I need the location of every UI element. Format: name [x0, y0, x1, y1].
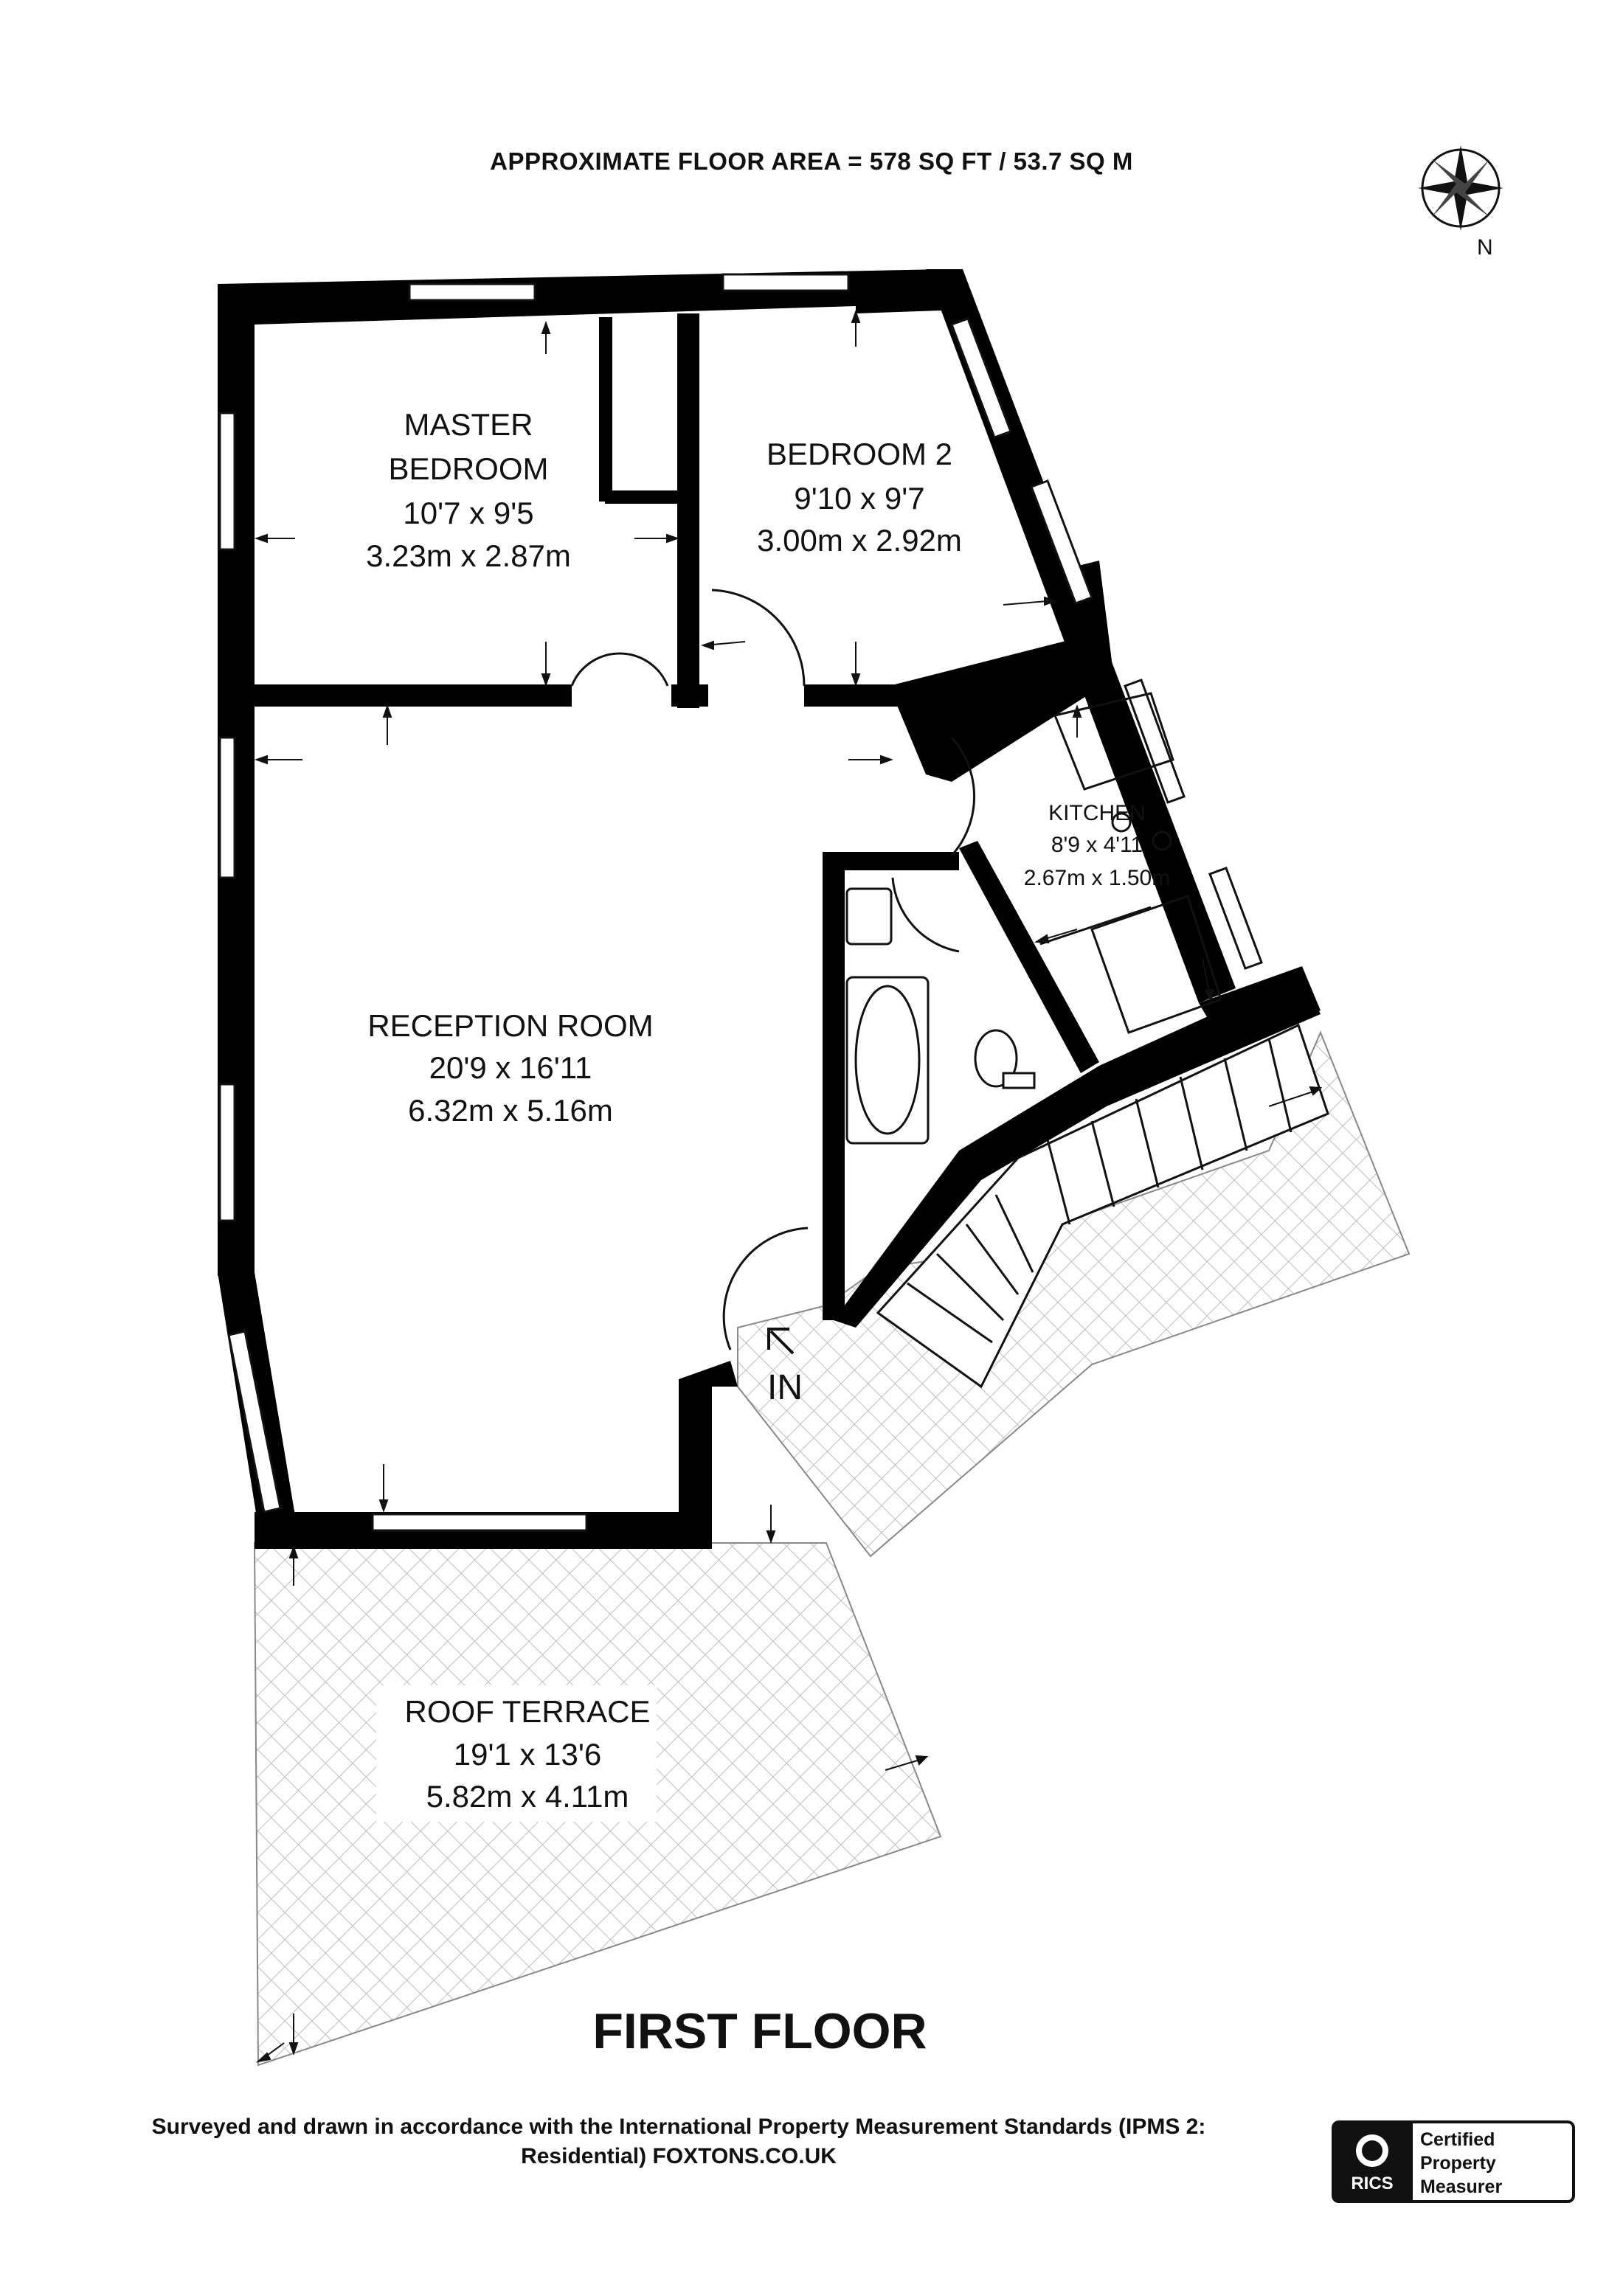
room-name: BEDROOM	[388, 451, 548, 486]
floor-area-title: APPROXIMATE FLOOR AREA = 578 SQ FT / 53.…	[490, 148, 1133, 175]
room-size-imperial: 8'9 x 4'11	[1051, 833, 1143, 857]
floor-title: FIRST FLOOR	[592, 2003, 927, 2059]
room-name: KITCHEN	[1048, 801, 1146, 825]
rics-badge: RICS Certified Property Measurer	[1332, 2120, 1575, 2203]
room-size-metric: 5.82m x 4.11m	[426, 1779, 629, 1814]
kitchen-fixtures	[1039, 692, 1222, 1034]
compass-icon	[1418, 145, 1503, 231]
bathroom-fixtures	[845, 887, 1036, 1145]
badge-line-1: Certified	[1420, 2129, 1495, 2150]
room-size-imperial: 20'9 x 16'11	[429, 1050, 592, 1085]
lion-emblem-icon	[1356, 2134, 1388, 2167]
room-size-metric: 3.00m x 2.92m	[757, 523, 962, 558]
badge-line-3: Measurer	[1420, 2177, 1503, 2197]
footer-line-2: Residential) FOXTONS.CO.UK	[521, 2144, 837, 2168]
rics-logo-text: RICS	[1351, 2174, 1394, 2193]
room-size-imperial: 19'1 x 13'6	[454, 1737, 602, 1772]
room-label-roof-terrace: ROOF TERRACE 19'1 x 13'6 5.82m x 4.11m	[376, 1685, 657, 1822]
room-size-imperial: 10'7 x 9'5	[403, 496, 533, 530]
door-swings	[570, 589, 976, 1350]
room-label-bedroom-2: BEDROOM 2 9'10 x 9'7 3.00m x 2.92m	[757, 437, 962, 558]
staircase	[876, 1023, 1329, 1389]
footer-disclaimer: Surveyed and drawn in accordance with th…	[44, 2112, 1313, 2171]
badge-line-2: Property	[1420, 2153, 1496, 2174]
room-name: MASTER	[404, 407, 533, 442]
rics-logo: RICS	[1332, 2120, 1413, 2203]
room-label-reception-room: RECEPTION ROOM 20'9 x 16'11 6.32m x 5.16…	[367, 1008, 653, 1128]
room-size-metric: 3.23m x 2.87m	[366, 538, 571, 573]
entrance-label: IN	[767, 1368, 803, 1407]
room-name: RECEPTION ROOM	[367, 1008, 653, 1043]
room-size-imperial: 9'10 x 9'7	[794, 481, 924, 516]
room-label-kitchen: KITCHEN 8'9 x 4'11 2.67m x 1.50m	[1024, 801, 1170, 890]
dimension-arrows	[255, 310, 1323, 2063]
entrance-landing-area	[737, 1030, 1411, 1558]
certification-box: Certified Property Measurer	[1413, 2120, 1575, 2203]
room-name: BEDROOM 2	[766, 437, 952, 471]
compass-north-label: N	[1477, 235, 1493, 260]
room-label-master-bedroom: MASTER BEDROOM 10'7 x 9'5 3.23m x 2.87m	[366, 407, 571, 573]
entrance-arrow-icon	[767, 1328, 795, 1355]
room-size-metric: 6.32m x 5.16m	[408, 1093, 613, 1128]
windows	[218, 273, 1263, 1532]
room-size-metric: 2.67m x 1.50m	[1024, 866, 1170, 890]
room-name: ROOF TERRACE	[405, 1694, 651, 1729]
footer-line-1: Surveyed and drawn in accordance with th…	[151, 2115, 1206, 2139]
